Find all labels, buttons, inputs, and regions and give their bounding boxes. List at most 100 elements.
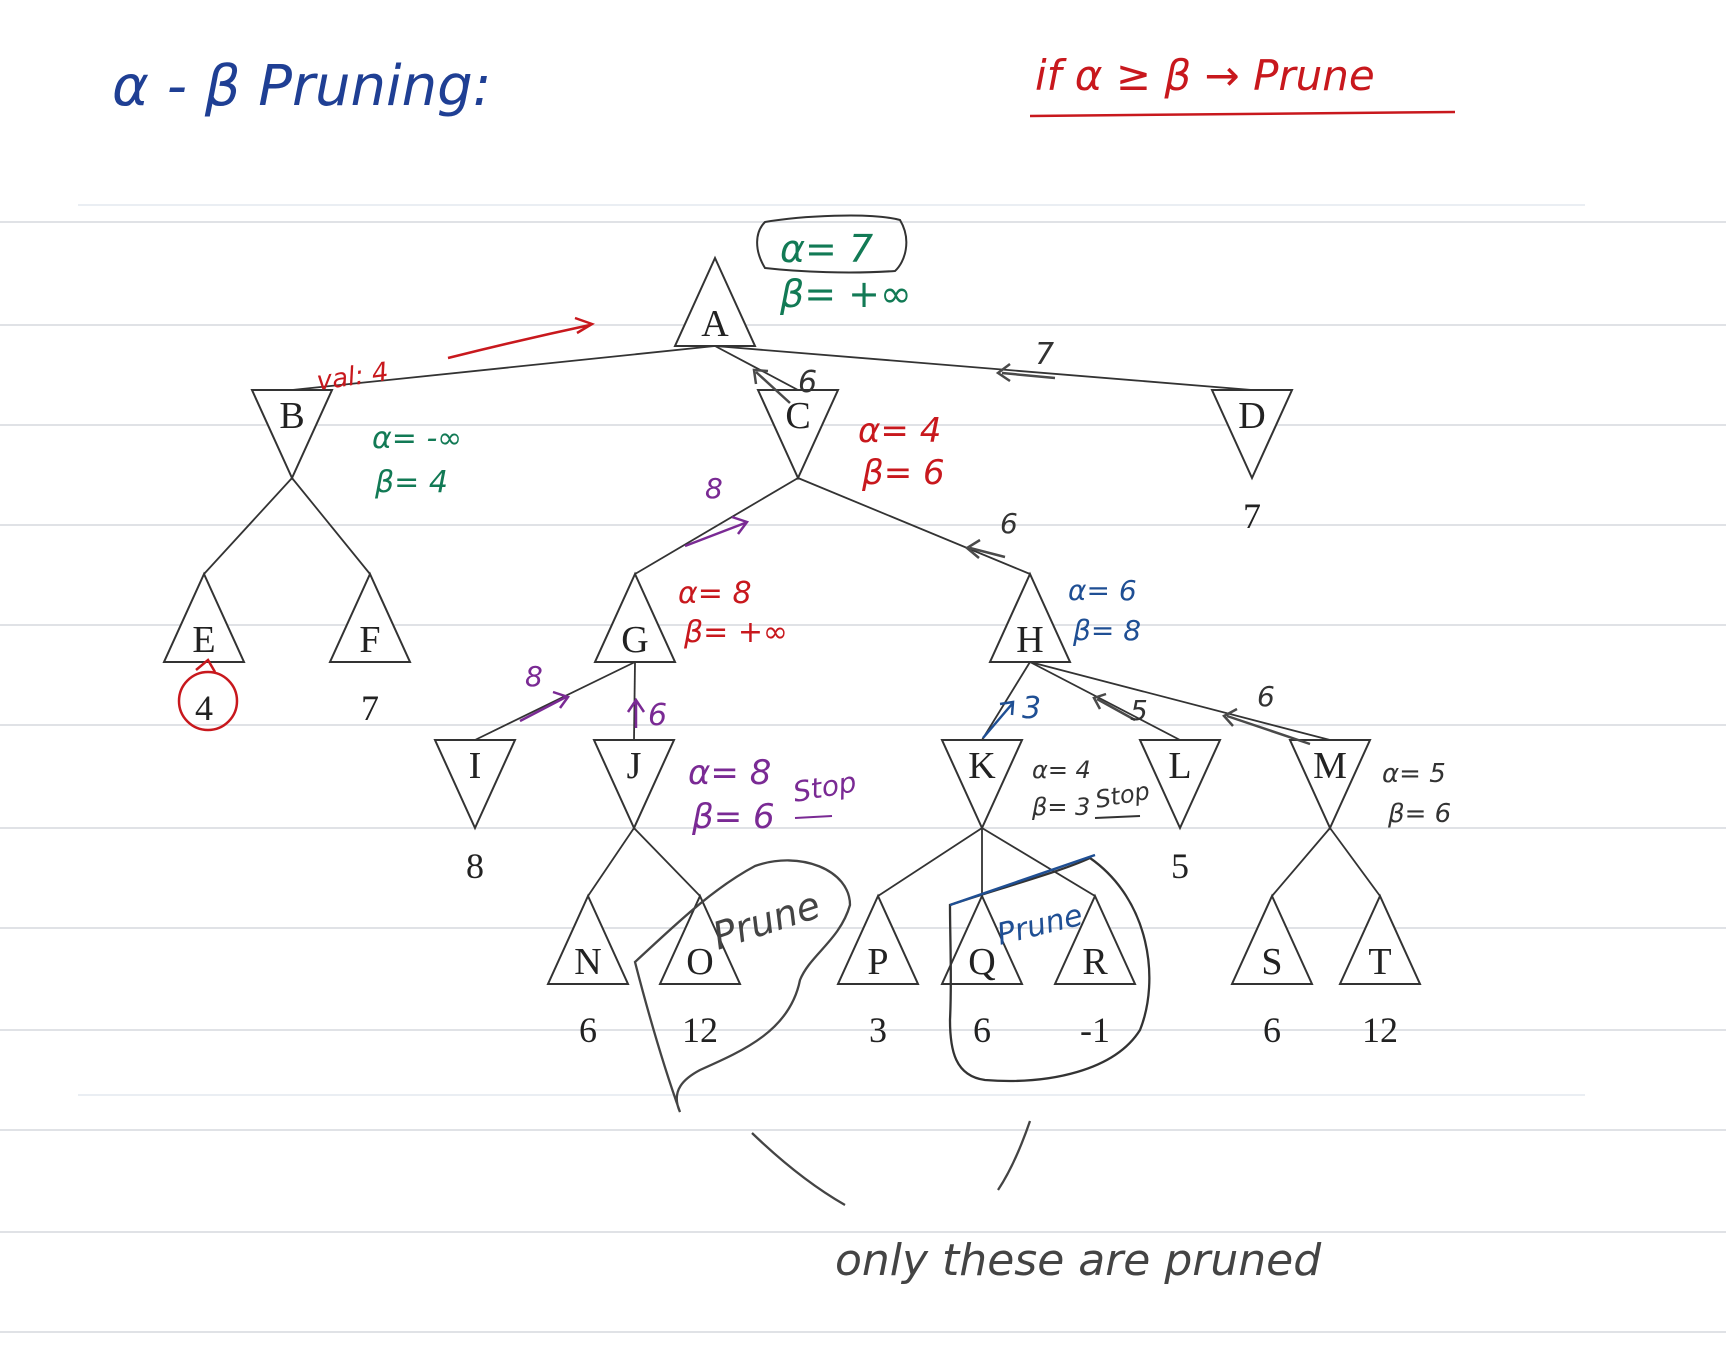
node-t: T12 xyxy=(1338,893,1422,1050)
node-i-min-triangle xyxy=(433,739,517,831)
edge-hk-value: 3 xyxy=(1022,691,1041,726)
node-t-max-triangle xyxy=(1338,893,1422,985)
node-p-label: P xyxy=(867,941,888,983)
node-i-value: 8 xyxy=(466,846,484,886)
edge-ac-value: 6 xyxy=(798,365,817,400)
edge-a-b xyxy=(291,345,716,391)
node-h-label: H xyxy=(1016,619,1043,661)
b-beta: β= 4 xyxy=(374,465,448,500)
node-l-min-triangle xyxy=(1138,739,1222,831)
node-j: J xyxy=(592,739,676,831)
edge-cg-value: 8 xyxy=(705,472,723,505)
val-label: val: 4 xyxy=(315,357,391,397)
footer-pointer-strokes xyxy=(751,1120,1032,1206)
node-s: S6 xyxy=(1230,893,1314,1050)
node-a: A xyxy=(673,255,757,347)
j-stop: Stop xyxy=(790,765,858,809)
a-alpha-box xyxy=(756,214,908,274)
edge-m-t xyxy=(1329,827,1381,897)
node-s-max-triangle xyxy=(1230,893,1314,985)
j-beta: β= 6 xyxy=(691,797,775,837)
page-title: α - β Pruning: xyxy=(112,54,492,119)
m-alpha: α= 5 xyxy=(1382,759,1446,789)
prune-o-label: Prune xyxy=(707,883,825,959)
edge-a-c xyxy=(714,345,799,391)
node-b-label: B xyxy=(279,395,304,437)
k-alpha: α= 4 xyxy=(1032,756,1091,784)
tree-edges xyxy=(203,345,1381,897)
node-i: I8 xyxy=(433,739,517,886)
edge-j-o xyxy=(633,827,701,897)
node-p-max-triangle xyxy=(836,893,920,985)
node-i-label: I xyxy=(469,745,482,787)
node-b-min-triangle xyxy=(250,389,334,481)
m-beta: β= 6 xyxy=(1387,799,1451,829)
k-stop-underline xyxy=(1094,815,1141,819)
node-d-label: D xyxy=(1238,395,1265,437)
node-j-min-triangle xyxy=(592,739,676,831)
g-beta: β= +∞ xyxy=(683,615,788,650)
node-e-value: 4 xyxy=(195,688,213,728)
node-r-label: R xyxy=(1082,941,1108,983)
node-t-value: 12 xyxy=(1362,1010,1398,1050)
prune-rule-underline xyxy=(1029,110,1456,118)
node-a-max-triangle xyxy=(673,255,757,347)
edge-c-h xyxy=(797,477,1031,575)
prune-loop-qr xyxy=(948,856,1151,1083)
edge-ch-value: 6 xyxy=(1000,507,1018,540)
prune-loop-qr-top xyxy=(949,853,1096,907)
a-beta: β= +∞ xyxy=(779,272,912,316)
node-e-label: E xyxy=(192,619,215,661)
c-alpha: α= 4 xyxy=(858,411,941,451)
node-k: K xyxy=(940,739,1024,831)
node-q-value: 6 xyxy=(973,1010,991,1050)
node-g: G xyxy=(593,571,677,663)
node-m: M xyxy=(1288,739,1372,831)
edge-h-k xyxy=(981,661,1031,741)
edge-hm-value: 6 xyxy=(1257,680,1275,713)
prune-rule-text: if α ≥ β → Prune xyxy=(1035,51,1375,100)
node-f: F7 xyxy=(328,571,412,728)
node-o-label: O xyxy=(686,941,713,983)
node-r-max-triangle xyxy=(1053,893,1137,985)
node-r-value: -1 xyxy=(1080,1010,1110,1050)
b-alpha: α= -∞ xyxy=(372,421,462,456)
node-n-label: N xyxy=(574,941,601,983)
edge-b-e xyxy=(203,477,293,575)
edge-hl-value: 5 xyxy=(1130,694,1148,727)
node-s-value: 6 xyxy=(1263,1010,1281,1050)
j-alpha: α= 8 xyxy=(688,753,771,793)
prune-rule: if α ≥ β → Prune xyxy=(1029,51,1456,118)
node-q-label: Q xyxy=(968,941,995,983)
edge-gj-value: 6 xyxy=(648,698,667,733)
node-q-max-triangle xyxy=(940,893,1024,985)
node-l: L5 xyxy=(1138,739,1222,886)
node-e: E4 xyxy=(162,571,246,728)
h-alpha: α= 6 xyxy=(1068,574,1137,607)
prune-loop-o xyxy=(633,859,852,1113)
e-value-circle xyxy=(177,670,239,732)
annotation-arrows xyxy=(447,316,1311,746)
ruled-lines xyxy=(0,221,1726,1333)
edge-k-p xyxy=(877,827,983,897)
k-stop: Stop xyxy=(1093,777,1152,814)
node-o-max-triangle xyxy=(658,893,742,985)
h-beta: β= 8 xyxy=(1072,614,1141,647)
node-j-label: J xyxy=(627,745,642,787)
edge-h-m xyxy=(1029,661,1331,741)
node-f-max-triangle xyxy=(328,571,412,663)
e-value-arrow xyxy=(195,658,217,673)
edge-m-s xyxy=(1271,827,1331,897)
node-g-label: G xyxy=(621,619,648,661)
node-d-min-triangle xyxy=(1210,389,1294,481)
node-q: Q6 xyxy=(940,893,1024,1050)
node-d: D7 xyxy=(1210,389,1294,536)
node-n-max-triangle xyxy=(546,893,630,985)
node-s-label: S xyxy=(1261,941,1282,983)
node-o: O12 xyxy=(658,893,742,1050)
node-p-value: 3 xyxy=(869,1010,887,1050)
edge-g-i xyxy=(474,661,636,741)
node-n: N6 xyxy=(546,893,630,1050)
